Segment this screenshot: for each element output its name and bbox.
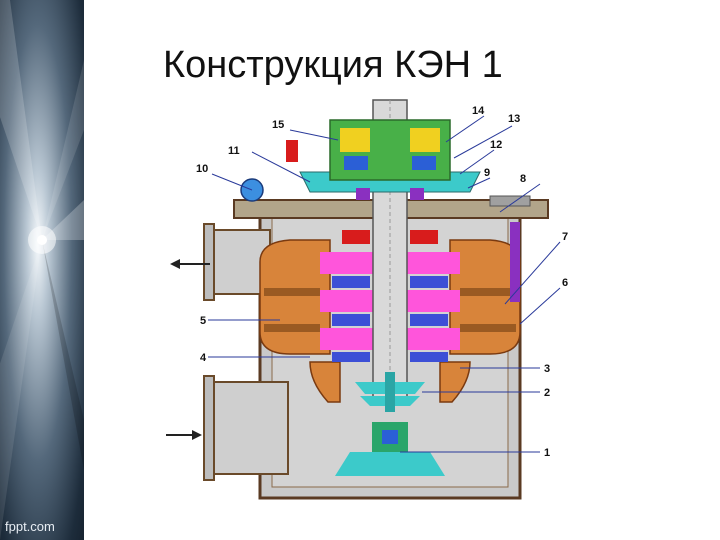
callout-1: 1 <box>544 447 550 459</box>
decorative-side-panel: fppt.com <box>0 0 84 540</box>
slide-title: Конструкция КЭН 1 <box>163 44 503 86</box>
callout-6: 6 <box>562 277 568 289</box>
callout-10: 10 <box>196 163 208 175</box>
impellers <box>320 252 460 362</box>
callout-11: 11 <box>228 145 240 157</box>
callout-14: 14 <box>472 105 485 117</box>
bottom-bearing-support <box>335 422 445 476</box>
callout-12: 12 <box>490 139 502 151</box>
callout-labels: 1 2 3 4 5 6 7 8 9 10 11 12 13 14 15 <box>196 105 568 459</box>
inducer-wheel <box>355 372 425 412</box>
callout-3: 3 <box>544 363 550 375</box>
shaft-seals <box>342 230 438 244</box>
footer-brand-text: fppt.com <box>5 519 55 534</box>
brushed-metal-background <box>0 0 84 540</box>
callout-4: 4 <box>200 352 207 364</box>
pump-cross-section-diagram: 1 2 3 4 5 6 7 8 9 10 11 12 13 14 15 <box>166 99 568 500</box>
diffuser-stages <box>259 239 521 403</box>
callout-5: 5 <box>200 315 206 327</box>
callout-9: 9 <box>484 167 490 179</box>
callout-8: 8 <box>520 173 526 185</box>
callout-13: 13 <box>508 113 520 125</box>
callout-leaders <box>208 115 561 453</box>
inlet-arrow <box>166 430 202 440</box>
right-edge-strip <box>710 0 720 540</box>
outlet-arrow <box>170 259 210 269</box>
callout-2: 2 <box>544 387 550 399</box>
upper-bearing-housing <box>240 119 531 302</box>
callout-7: 7 <box>562 231 568 243</box>
callout-15: 15 <box>272 119 284 131</box>
